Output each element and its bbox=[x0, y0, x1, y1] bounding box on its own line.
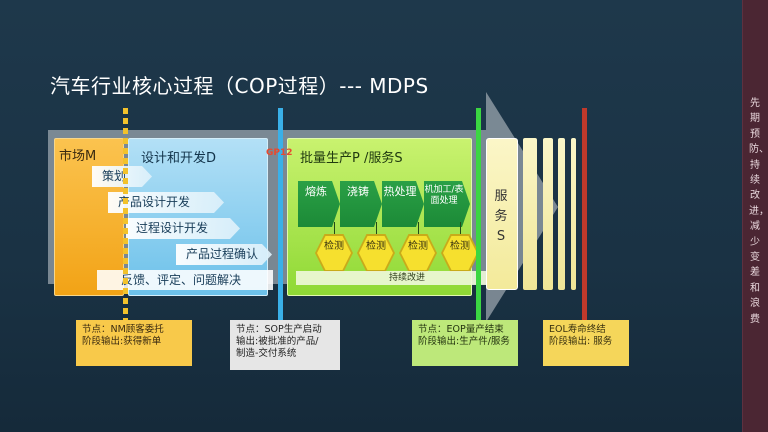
milestone-nm-line bbox=[123, 108, 128, 330]
note-line: 阶段输出:生产件/服务 bbox=[418, 336, 510, 347]
process-step: 熔炼 bbox=[298, 181, 340, 227]
note-line: 制造-交付系统 bbox=[236, 348, 297, 359]
note-line: 节点：EOP量产结束 bbox=[418, 324, 504, 335]
phase-service: 服务S bbox=[486, 138, 518, 290]
connector-line bbox=[418, 222, 419, 238]
note-line: EOL寿命终结 bbox=[549, 324, 606, 335]
process-step: 机加工/表面处理 bbox=[424, 181, 470, 227]
note-line: 节点：NM顾客委托 bbox=[82, 324, 164, 335]
note-eol: EOL寿命终结 阶段输出: 服务 bbox=[543, 320, 629, 366]
note-eop: 节点：EOP量产结束 阶段输出:生产件/服务 bbox=[412, 320, 518, 366]
sidebar-slogan: 先期预防、持续改进，减少变差和浪费 bbox=[749, 98, 768, 325]
connector-line bbox=[376, 222, 377, 238]
service-stripe bbox=[523, 138, 537, 290]
service-stripe bbox=[558, 138, 565, 290]
connector-line bbox=[334, 222, 335, 238]
right-sidebar bbox=[742, 0, 768, 432]
gp12-label: GP12 bbox=[266, 148, 293, 158]
phase-design: 设计和开发D bbox=[128, 138, 268, 296]
tab-planning: 策划 bbox=[92, 166, 152, 187]
tab-product-process-validation: 产品过程确认 bbox=[176, 244, 272, 265]
note-line: 阶段输出:获得新单 bbox=[82, 336, 162, 347]
feedback-bar: 反馈、评定、问题解决 bbox=[97, 270, 273, 290]
slide-title: 汽车行业核心过程（COP过程）--- MDPS bbox=[50, 74, 429, 98]
process-step: 浇铸 bbox=[340, 181, 382, 227]
note-line: 阶段输出: 服务 bbox=[549, 336, 613, 347]
phase-design-label: 设计和开发D bbox=[141, 151, 217, 166]
milestone-sop-line bbox=[278, 108, 283, 330]
milestone-eol-line bbox=[582, 108, 587, 330]
process-step: 热处理 bbox=[382, 181, 424, 227]
phase-service-label: 服务S bbox=[494, 189, 508, 244]
tab-process-design: 过程设计开发 bbox=[126, 218, 240, 239]
note-sop: 节点：SOP生产启动 输出:被批准的产品/ 制造-交付系统 bbox=[230, 320, 340, 370]
note-nm: 节点：NM顾客委托 阶段输出:获得新单 bbox=[76, 320, 192, 366]
connector-line bbox=[460, 222, 461, 238]
phase-mass-production-label: 批量生产P /服务S bbox=[300, 151, 403, 166]
note-line: 节点：SOP生产启动 bbox=[236, 324, 322, 335]
note-line: 输出:被批准的产品/ bbox=[236, 336, 319, 347]
service-stripe bbox=[571, 138, 576, 290]
tab-product-design: 产品设计开发 bbox=[108, 192, 224, 213]
phase-market-label: 市场M bbox=[59, 149, 97, 164]
milestone-eop-line bbox=[476, 108, 481, 330]
continuous-improvement-bar: 持续改进 bbox=[296, 271, 518, 285]
service-stripe bbox=[543, 138, 553, 290]
